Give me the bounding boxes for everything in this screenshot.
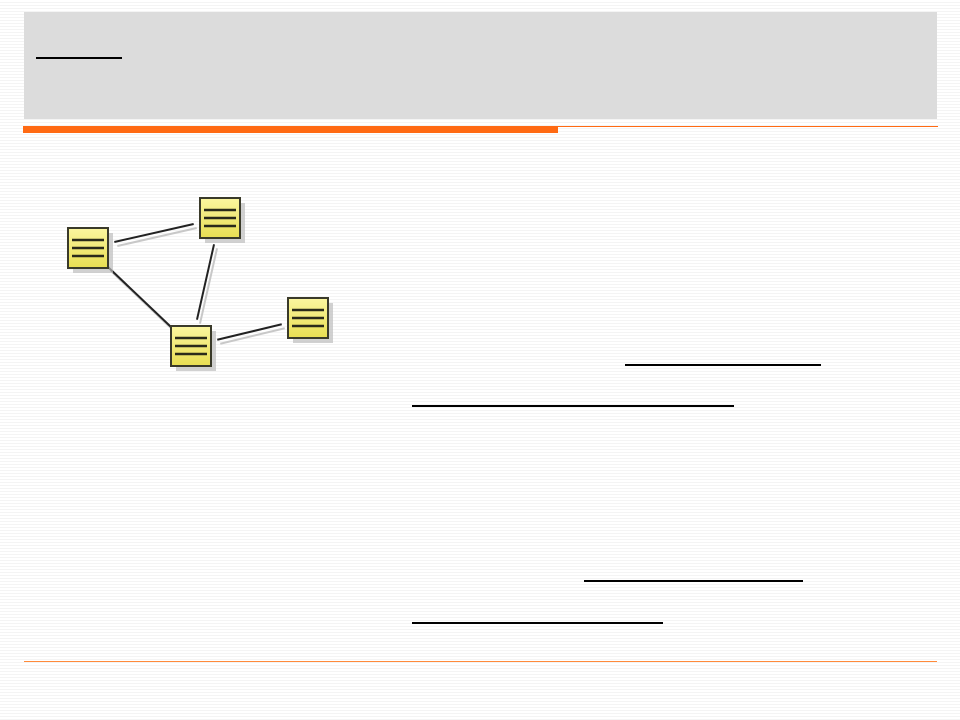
network-link	[114, 223, 194, 243]
document-icon	[287, 297, 333, 343]
network-link-shadow	[220, 327, 285, 345]
footer-line	[24, 661, 937, 662]
document-icon	[170, 325, 216, 371]
network-link	[106, 265, 173, 329]
title-placeholder-rule	[36, 57, 122, 59]
network-link-shadow	[117, 227, 197, 247]
answer-blank-3	[584, 580, 803, 582]
document-icon	[199, 197, 245, 243]
network-link	[217, 323, 282, 341]
network-nodes	[67, 197, 333, 371]
network-link	[195, 244, 216, 320]
title-band	[24, 12, 937, 119]
network-diagram	[67, 197, 333, 371]
answer-blank-1	[625, 364, 821, 366]
answer-blank-4	[412, 622, 663, 624]
network-links	[106, 223, 285, 345]
network-link-shadow	[198, 248, 219, 324]
answer-blank-2	[412, 405, 734, 407]
accent-line	[558, 126, 938, 127]
accent-bar	[23, 126, 558, 133]
document-icon	[67, 227, 113, 273]
